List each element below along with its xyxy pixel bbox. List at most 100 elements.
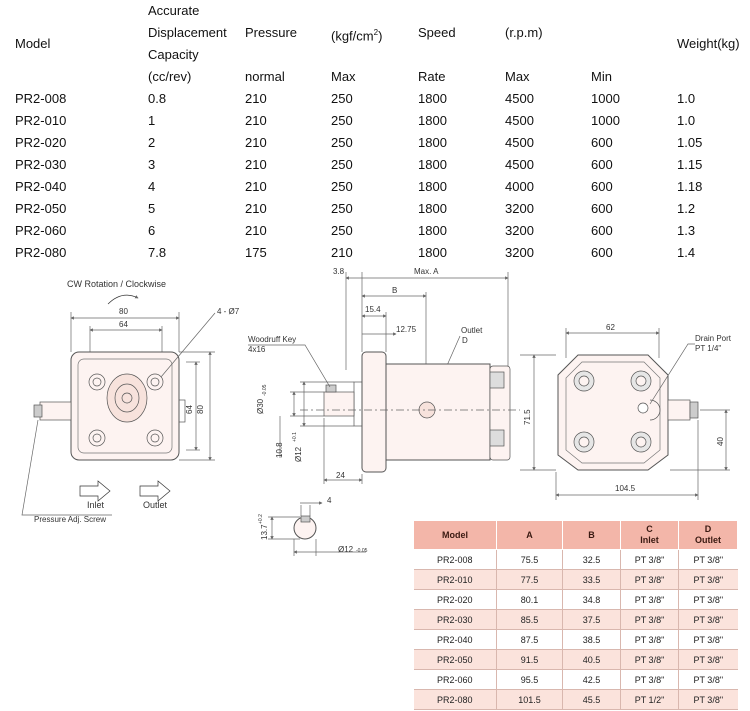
spec-cell: 600 xyxy=(591,135,613,150)
side-view: 3.8 Max. A B 15.4 12.75 Outlet D Woodruf… xyxy=(248,267,520,484)
dim-13-7-tol: +0.2 xyxy=(258,514,264,524)
outlet-label: Outlet xyxy=(143,500,168,510)
header-displacement-unit: (cc/rev) xyxy=(148,69,192,84)
header-speed: Speed xyxy=(418,25,456,40)
header-model: Model xyxy=(15,36,51,51)
spec-cell: 250 xyxy=(331,91,353,106)
holes-label: 4 - Ø7 xyxy=(217,307,240,316)
spec-cell: 210 xyxy=(245,91,267,106)
table-cell: PT 1/2" xyxy=(620,689,679,710)
table-cell: 87.5 xyxy=(496,629,563,650)
table-row: PR2-060 95.5 42.5 PT 3/8" PT 3/8" xyxy=(413,669,738,690)
woodruff-size: 4x16 xyxy=(248,345,266,354)
spec-cell: 210 xyxy=(245,201,267,216)
woodruff-label: Woodruff Key xyxy=(248,335,296,344)
spec-cell: 6 xyxy=(148,223,156,238)
table-cell: 75.5 xyxy=(496,549,563,570)
dim-max-a: Max. A xyxy=(414,267,439,276)
spec-cell: 1.0 xyxy=(677,91,696,106)
table-cell: PT 3/8" xyxy=(620,629,679,650)
table-cell: 77.5 xyxy=(496,569,563,590)
header-speed-unit: (r.p.m) xyxy=(505,25,543,40)
rotation-label: CW Rotation / Clockwise xyxy=(67,279,166,289)
spec-cell: PR2-030 xyxy=(15,157,67,172)
rear-view: 62 Drain Port PT 1/4" 71.5 40 104.5 xyxy=(520,323,732,500)
dim-12-detail-tol: -0.05 xyxy=(356,548,368,554)
spec-cell: 250 xyxy=(331,135,353,150)
table-cell: 101.5 xyxy=(496,689,563,710)
table-cell: 42.5 xyxy=(562,669,621,690)
outlet-arrow xyxy=(139,480,171,502)
table-cell: 80.1 xyxy=(496,589,563,610)
dim-40: 40 xyxy=(716,437,725,446)
spec-cell: 4 xyxy=(148,179,156,194)
table-cell: PR2-030 xyxy=(413,609,497,630)
spec-cell: 1800 xyxy=(418,223,447,238)
table-cell: PR2-020 xyxy=(413,589,497,610)
dim-24: 24 xyxy=(336,471,345,480)
spec-cell: 600 xyxy=(591,201,613,216)
table-cell: 32.5 xyxy=(562,549,621,570)
header-pressure: Pressure xyxy=(245,25,298,40)
spec-cell: 1.4 xyxy=(677,245,696,260)
table-cell: PT 3/8" xyxy=(620,549,679,570)
dim-15-4: 15.4 xyxy=(365,305,381,314)
dim-64-side: 64 xyxy=(185,405,194,414)
table-cell: PT 3/8" xyxy=(678,569,738,590)
spec-cell: 210 xyxy=(245,157,267,172)
table-cell: 85.5 xyxy=(496,609,563,630)
spec-cell: 250 xyxy=(331,223,353,238)
table-row: PR2-010 77.5 33.5 PT 3/8" PT 3/8" xyxy=(413,569,738,590)
table-cell: 38.5 xyxy=(562,629,621,650)
header-rate: Rate xyxy=(418,69,446,84)
dim-shaft-12-tol: +0.1 xyxy=(292,432,298,442)
spec-cell: 210 xyxy=(245,135,267,150)
spec-cell: 600 xyxy=(591,245,613,260)
table-cell: 34.8 xyxy=(562,589,621,610)
table-cell: PR2-050 xyxy=(413,649,497,670)
table-cell: PT 3/8" xyxy=(678,689,738,710)
spec-cell: 4000 xyxy=(505,179,534,194)
pressure-screw-label: Pressure Adj. Screw xyxy=(34,515,106,524)
table-cell: 33.5 xyxy=(562,569,621,590)
spec-cell: 1000 xyxy=(591,113,620,128)
header-max-speed: Max xyxy=(505,69,530,84)
header-max-pressure: Max xyxy=(331,69,356,84)
spec-cell: 4500 xyxy=(505,135,534,150)
shaft xyxy=(323,391,355,417)
spec-cell: 1800 xyxy=(418,201,447,216)
table-cell: PR2-010 xyxy=(413,569,497,590)
spec-cell: 1 xyxy=(148,113,156,128)
spec-cell: 1800 xyxy=(418,179,447,194)
spec-cell: PR2-060 xyxy=(15,223,67,238)
table-cell: PT 3/8" xyxy=(620,569,679,590)
drain-port-label: Drain Port xyxy=(695,334,732,343)
header-normal: normal xyxy=(245,69,285,84)
dim-80-top: 80 xyxy=(119,307,128,316)
table-cell: PR2-060 xyxy=(413,669,497,690)
spec-cell: 1.3 xyxy=(677,223,696,238)
front-view: CW Rotation / Clockwise 80 64 80 64 xyxy=(21,279,240,524)
table-row: PR2-030 85.5 37.5 PT 3/8" PT 3/8" xyxy=(413,609,738,630)
side-flange xyxy=(361,351,387,473)
header-displacement-line3: Capacity xyxy=(148,47,199,62)
spec-cell: 1800 xyxy=(418,91,447,106)
drain-port-size: PT 1/4" xyxy=(695,344,721,353)
dim-header-b: B xyxy=(562,520,621,550)
dim-62: 62 xyxy=(606,323,615,332)
spec-cell: 210 xyxy=(245,223,267,238)
dim-13-7: 13.7 xyxy=(260,524,269,540)
spec-cell: 1.05 xyxy=(677,135,703,150)
outlet-port-label: Outlet xyxy=(461,326,483,335)
table-cell: PT 3/8" xyxy=(678,649,738,670)
spec-cell: 250 xyxy=(331,113,353,128)
spec-cell: 3200 xyxy=(505,223,534,238)
table-cell: PT 3/8" xyxy=(678,609,738,630)
spec-cell: 4500 xyxy=(505,91,534,106)
spec-cell: 3200 xyxy=(505,245,534,260)
drain-port xyxy=(637,402,649,414)
table-cell: 37.5 xyxy=(562,609,621,630)
dim-12-75: 12.75 xyxy=(396,325,417,334)
dim-header-model: Model xyxy=(413,520,497,550)
